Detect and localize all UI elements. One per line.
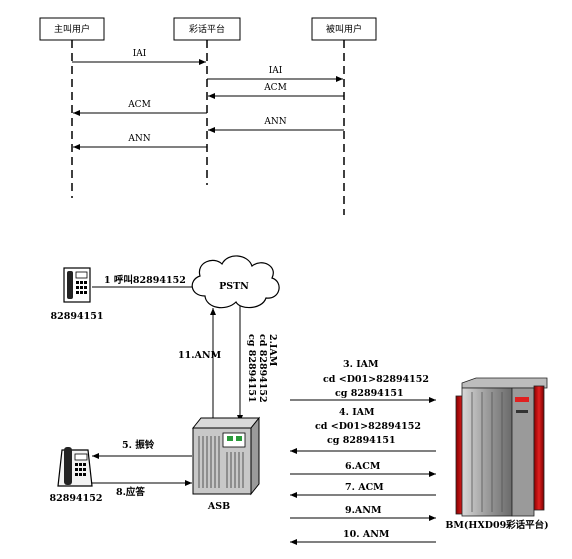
msg3-line2: cd <D01>82894152 — [323, 374, 429, 385]
server-icon — [455, 377, 548, 517]
iam-vertical-line: 2.IAM — [267, 334, 278, 367]
iam-vertical-line: cg 82894151 — [246, 334, 257, 403]
msg4-line1: 4. IAM — [339, 407, 375, 418]
msg4-line3: cg 82894151 — [327, 435, 396, 446]
message-label: IAI — [133, 49, 147, 59]
participant-caller-label: 主叫用户 — [54, 23, 90, 35]
msg3-line3: cg 82894151 — [335, 388, 404, 399]
message-label: ACM — [127, 100, 151, 110]
network-diagram: 82894151 1 呼叫82894152 PSTN 11.ANM 2.IAMc… — [50, 255, 549, 545]
telephone-icon — [63, 267, 91, 303]
telephone-icon — [57, 447, 93, 487]
participant-platform-label: 彩话平台 — [189, 23, 225, 35]
message-label: ANN — [263, 117, 286, 127]
msg9-label: 9.ANM — [345, 505, 382, 516]
msg6-label: 6.ACM — [345, 461, 381, 472]
iam-vertical-line: cd 82894152 — [257, 334, 268, 403]
pstn-label: PSTN — [219, 281, 249, 292]
answer-label: 8.应答 — [116, 486, 145, 498]
phone-bottom-number: 82894152 — [50, 493, 103, 504]
msg10-label: 10. ANM — [343, 529, 390, 540]
participant-callee: 被叫用户 — [311, 17, 377, 41]
participant-callee-label: 被叫用户 — [326, 23, 362, 35]
ring-label: 5. 振铃 — [122, 439, 155, 451]
asb-switch-icon — [191, 416, 261, 496]
msg3-line1: 3. IAM — [343, 359, 379, 370]
pstn-cloud: PSTN — [191, 255, 280, 309]
sequence-messages: IAI IAI ACM ACM ANN ANN — [72, 49, 344, 150]
message-label: IAI — [269, 66, 283, 76]
sequence-diagram: 主叫用户 彩话平台 被叫用户 IAI IAI ACM ACM ANN ANN — [39, 17, 377, 215]
message-label: ANN — [127, 134, 150, 144]
server-label: BM(HXD09彩话平台) — [445, 519, 548, 531]
message-label: ACM — [263, 83, 287, 93]
phone-top-number: 82894151 — [51, 311, 104, 322]
msg7-label: 7. ACM — [345, 482, 384, 493]
msg4-line2: cd <D01>82894152 — [315, 421, 421, 432]
asb-label: ASB — [207, 501, 230, 512]
call-label: 1 呼叫82894152 — [104, 274, 186, 286]
participant-caller: 主叫用户 — [39, 17, 105, 41]
participant-platform: 彩话平台 — [173, 17, 241, 41]
anm-up-label: 11.ANM — [178, 350, 222, 361]
